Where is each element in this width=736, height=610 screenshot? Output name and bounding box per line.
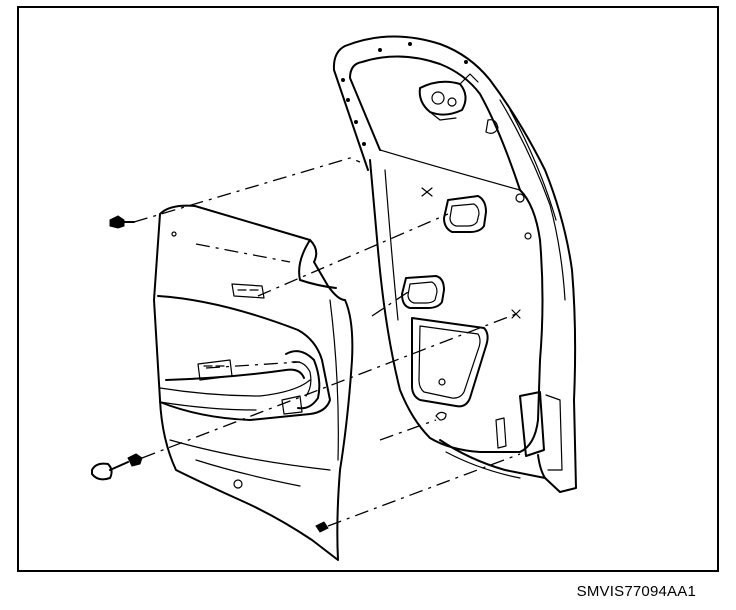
assembly-lines <box>133 157 521 527</box>
door-trim-panel <box>153 204 354 561</box>
trim-screw-upper <box>109 215 135 229</box>
diagram-frame <box>17 6 719 572</box>
handle-screw-lower <box>91 453 143 481</box>
figure-code: SMVIS77094AA1 <box>576 583 696 600</box>
door-inner-frame <box>332 35 577 493</box>
trim-clip-bottom <box>315 521 329 533</box>
